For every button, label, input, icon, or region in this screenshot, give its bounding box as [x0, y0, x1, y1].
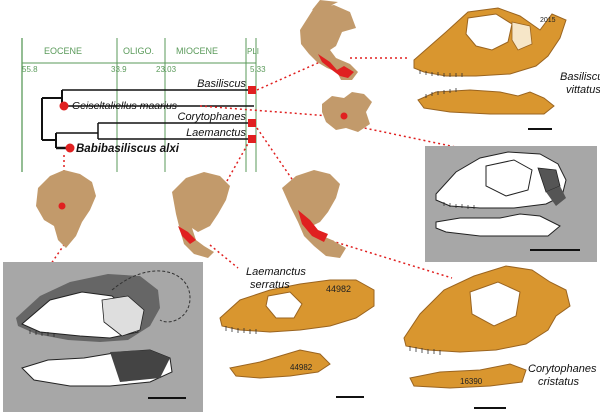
map-babibasiliscus — [36, 170, 96, 248]
specimen-number: 16390 — [460, 377, 483, 386]
taxon-basiliscus: Basiliscus — [197, 78, 246, 90]
taxon-babibasiliscus: Babibasiliscus alxi — [76, 143, 180, 155]
corytophanes-jaw-photo: 16390 — [409, 363, 527, 389]
epoch-label: EOCENE — [44, 46, 82, 56]
epoch-label: OLIGO. — [123, 46, 154, 56]
specimen-number: 44982 — [326, 284, 351, 294]
fossil-markers — [59, 86, 256, 153]
taxon-geiseltaliellus: Geiseltaliellus maarius — [72, 100, 178, 112]
basiliscus-jaw-photo — [417, 88, 555, 115]
epoch-label: PLI — [247, 47, 259, 56]
map-laemanctus — [172, 172, 230, 258]
specimen-label-species: cristatus — [538, 376, 579, 388]
map-corytophanes — [282, 170, 346, 258]
age-label: 55.8 — [22, 65, 38, 74]
specimen-label-species: vittatus — [566, 84, 600, 96]
taxon-labels: Basiliscus Geiseltaliellus maarius Coryt… — [72, 78, 246, 155]
basiliscus-skull-photo: 2015 — [413, 7, 567, 77]
laemanctus-jaw-photo: 44982 — [229, 349, 331, 379]
specimen-label-genus: Corytophanes — [528, 363, 597, 375]
specimen-number: 44982 — [290, 363, 313, 372]
age-label: 5.33 — [250, 65, 266, 74]
specimen-label-genus: Laemanctus — [246, 266, 306, 278]
taxon-corytophanes: Corytophanes — [178, 111, 247, 123]
map-geiseltaliellus — [322, 92, 372, 132]
corytophanes-skull-photo — [403, 265, 571, 355]
map-basiliscus — [300, 0, 358, 80]
taxon-laemanctus: Laemanctus — [186, 127, 246, 139]
phylogenetic-tree — [41, 89, 254, 150]
age-label: 33.9 — [111, 65, 127, 74]
babibasiliscus-panel — [3, 262, 203, 412]
timescale: EOCENE OLIGO. MIOCENE PLI 55.8 33.9 23.0… — [21, 38, 266, 172]
geiseltaliellus-panel — [425, 146, 597, 262]
specimen-label-species: serratus — [250, 279, 290, 291]
specimen-tag: 2015 — [540, 17, 556, 24]
age-label: 23.03 — [156, 65, 177, 74]
specimen-label-genus: Basiliscus — [560, 71, 600, 83]
epoch-label: MIOCENE — [176, 46, 218, 56]
laemanctus-skull-photo: 44982 — [219, 279, 375, 334]
